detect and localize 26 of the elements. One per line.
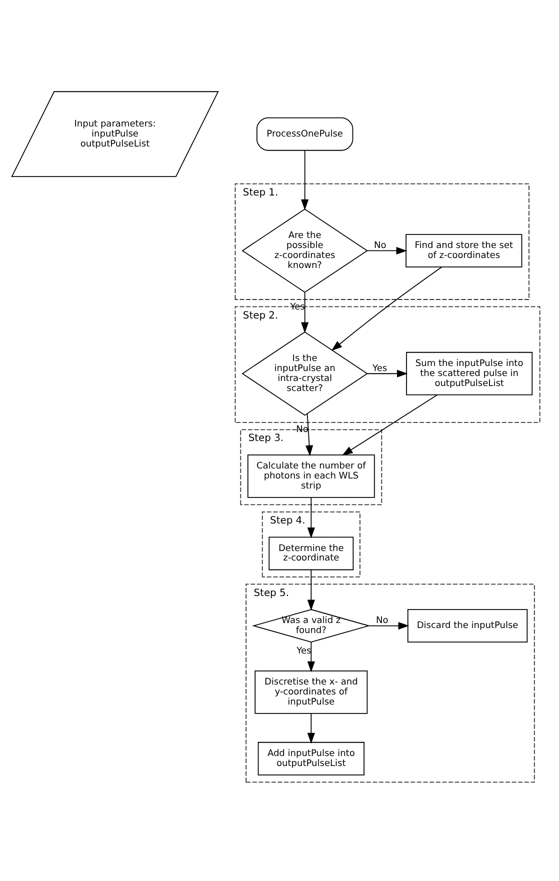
- node-diamond: Was a valid z found?: [252, 609, 370, 643]
- arrow: [307, 497, 315, 538]
- node-box: ProcessOnePulse: [256, 117, 354, 151]
- edge-label: No: [376, 616, 388, 626]
- arrow: [307, 713, 315, 744]
- edge-label: Yes: [372, 364, 388, 374]
- node-box: Find and store the set of z-coordinates: [406, 234, 522, 268]
- node-box: Discard the inputPulse: [407, 609, 528, 643]
- arrow: [368, 622, 410, 630]
- node-diamond: Are the possible z-coordinates known?: [242, 208, 368, 293]
- node-box: Add inputPulse into outputPulseList: [258, 742, 364, 776]
- arrow: [305, 413, 314, 456]
- arrow: [331, 266, 442, 351]
- edge-label: No: [374, 240, 386, 251]
- node-box: Discretise the x- and y-coordinates of inputPulse: [254, 670, 368, 714]
- arrow: [301, 150, 309, 210]
- arrow: [366, 246, 408, 254]
- node-box: Calculate the number of photons in each WLS strip: [247, 454, 375, 498]
- arrow: [367, 370, 408, 378]
- node-box: Determine the z-coordinate: [268, 536, 354, 570]
- arrow: [342, 394, 438, 456]
- arrow: [307, 570, 315, 611]
- arrow: [301, 292, 309, 334]
- node-diamond: Is the inputPulse an intra-crystal scatter?: [242, 332, 368, 416]
- arrow: [307, 642, 315, 672]
- node-box: Sum the inputPulse into the scattered pulse in outputPulseList: [406, 352, 533, 396]
